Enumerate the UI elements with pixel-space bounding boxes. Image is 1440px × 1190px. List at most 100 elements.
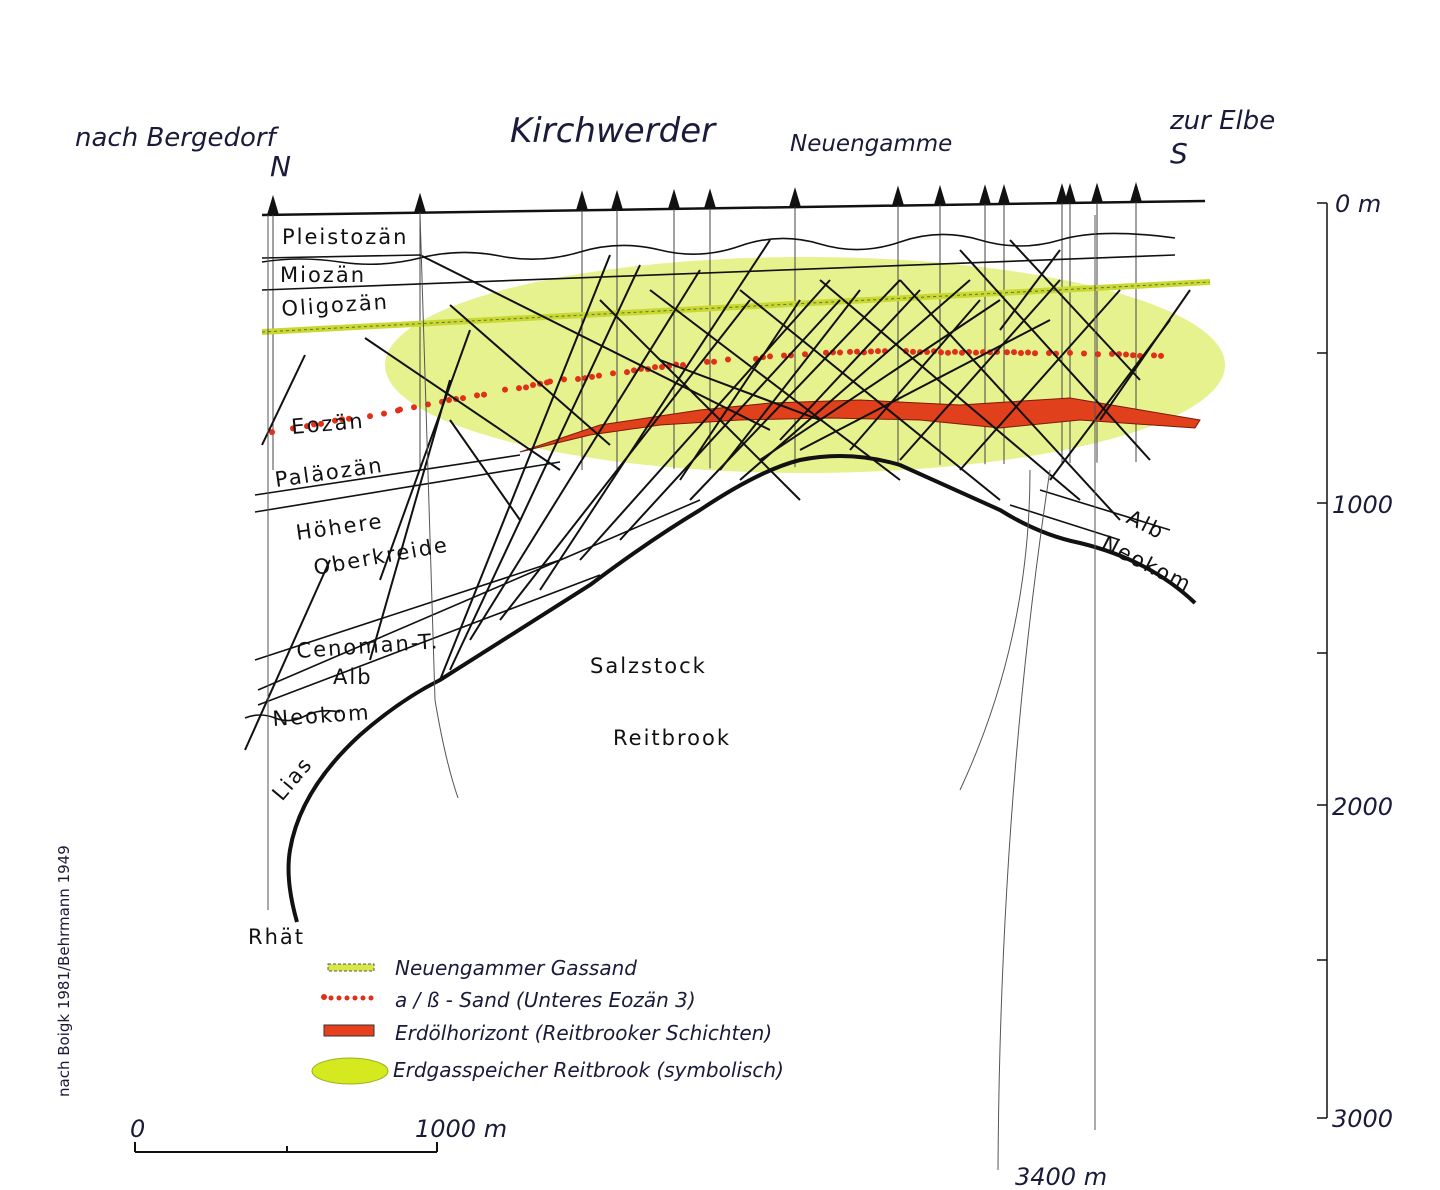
well-marker-icon [979,184,991,205]
legend-gas-storage-symbol [311,1057,389,1085]
strata-label: Paläozän [273,453,385,492]
well-depth-label: 3400 m [1015,1163,1107,1190]
sand-dot [610,370,616,377]
legend-label: Neuengammer Gassand [395,956,637,980]
source-credit: nach Boigk 1981/Behrmann 1949 [55,845,73,1097]
legend-gas-sand-symbol [327,963,375,972]
well-marker-icon [576,190,588,211]
fault-line [579,279,831,561]
scale-start-label: 0 [130,1115,145,1143]
sand-dot [1095,351,1101,358]
well-marker-icon [892,185,904,206]
north-direction-label: N [270,150,291,183]
fault-line [419,254,771,431]
strata-label: Cenoman-T. [296,629,440,663]
sand-dot [938,349,944,356]
sand-dot [652,364,658,371]
fault-line [849,299,981,451]
fault-line [439,254,611,681]
sand-dot [1018,350,1024,357]
fault-line [599,299,801,501]
sand-dot [704,358,710,365]
sand-dot [875,348,881,355]
sand-dot [624,369,630,376]
depth-tick-label: 1000 [1332,491,1393,519]
sand-dot [381,410,387,417]
sand-dot [446,397,452,404]
sand-dot [711,358,717,365]
fault-line [649,289,901,481]
salt-dome-name-1: Salzstock [590,654,707,678]
sand-dot [631,367,637,374]
sand-dot [837,349,843,356]
oil-horizon [519,397,1201,453]
sand-dot [1158,352,1164,359]
sand-dot [318,420,324,427]
sand-dot [397,406,403,413]
sand-dot [575,375,581,382]
strata-label: Neokom [272,700,372,731]
legend-label: Erdölhorizont (Reitbrooker Schichten) [395,1021,772,1045]
strata-label: Alb [1123,505,1169,544]
sand-dot [502,386,508,393]
sand-dot [425,401,431,408]
sand-dot [1123,351,1129,358]
fault-line [999,249,1061,331]
fault-line [899,279,1121,521]
fault-line [759,299,1001,461]
well-marker-icon [1130,182,1142,203]
fault-line [1049,319,1171,481]
sand-dot [847,348,853,355]
depth-tick-label: 0 m [1335,190,1381,218]
neuengamme-label: Neuengamme [790,131,952,157]
sand-dot [823,349,829,356]
legend-sand-dots-symbol [321,994,374,1001]
kirchwerder-label: Kirchwerder [510,111,717,151]
well-marker-icon [789,187,801,208]
fault-line [1009,239,1141,381]
south-place-label: zur Elbe [1169,106,1275,136]
fault-line [449,304,611,446]
well-marker-icon [1091,182,1103,203]
fault-line [659,359,821,421]
strata-label: Eozän [290,409,365,439]
strata-label: Pleistozän [282,225,408,249]
salt-dome-boundary [286,454,1197,923]
sand-dot [680,362,686,369]
sand-dot [1067,349,1073,356]
scale-end-label: 1000 m [415,1115,507,1143]
fault-line [819,279,1081,501]
sand-dot [367,413,373,420]
strata-label: Alb [333,665,373,689]
sand-dot [339,416,345,423]
sand-dot [1004,349,1010,356]
fault-line [779,289,921,441]
fault-line [449,264,641,671]
salt-dome-name-2: Reitbrook [613,726,731,750]
strata-label: Miozän [280,263,366,287]
sand-dot [290,425,296,432]
well-marker-icon [668,188,680,209]
strata-label: Oligozän [281,290,390,321]
well-marker-icon [414,192,426,213]
sand-dot [945,349,951,356]
fault-line [469,269,701,641]
fault-line [379,329,471,581]
well-marker-icon [611,189,623,210]
sand-dot [1032,350,1038,357]
fault-line [261,354,306,446]
sand-dot [868,348,874,355]
legend-label: Erdgasspeicher Reitbrook (symbolisch) [393,1058,784,1082]
sand-dot [481,391,487,398]
sand-dot [589,373,595,380]
sand-dot [781,352,787,359]
sand-dot [952,348,958,355]
sand-dot [1081,350,1087,357]
well-marker-icon [267,194,279,215]
sand-dot [767,353,773,360]
gas-sand-hatch [261,281,1211,333]
depth-axis [1317,202,1328,1119]
sand-dot [346,415,352,422]
depth-tick-label: 3000 [1332,1105,1393,1133]
